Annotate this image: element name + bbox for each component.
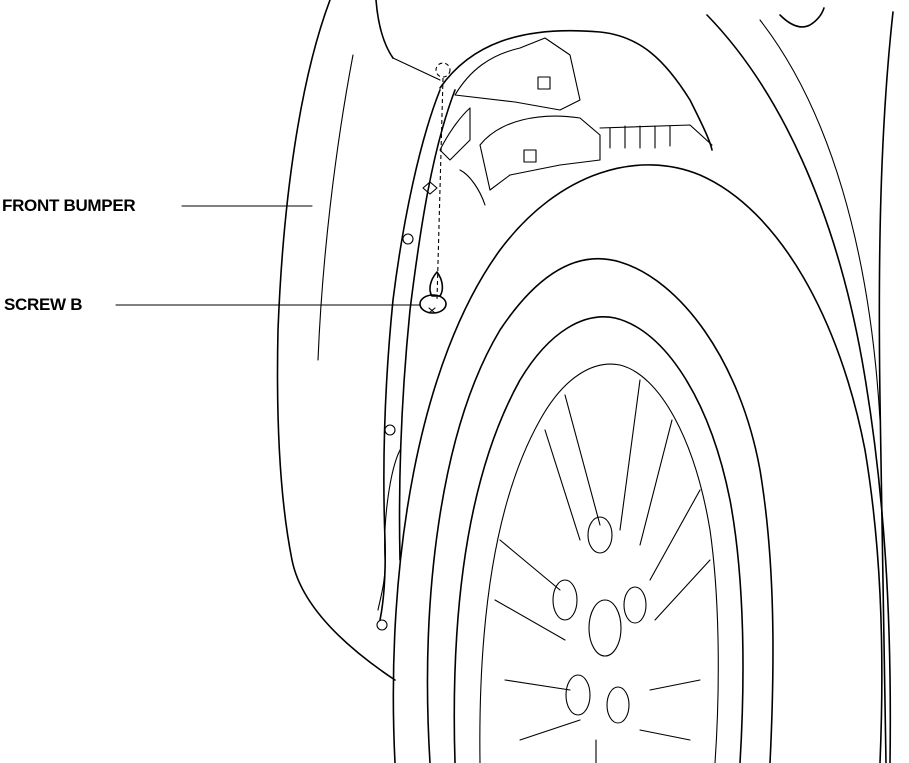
screw-b-label: SCREW B (4, 295, 83, 314)
wheel-arch-trim (376, 89, 456, 631)
front-bumper (276, 0, 441, 681)
fender-outline (706, 7, 894, 763)
tire (392, 164, 883, 763)
front-bumper-label: FRONT BUMPER (2, 196, 136, 215)
wheel-rim (453, 316, 744, 763)
leader-lines (115, 205, 421, 306)
fender-liner (422, 29, 713, 206)
screw-b (419, 62, 451, 314)
